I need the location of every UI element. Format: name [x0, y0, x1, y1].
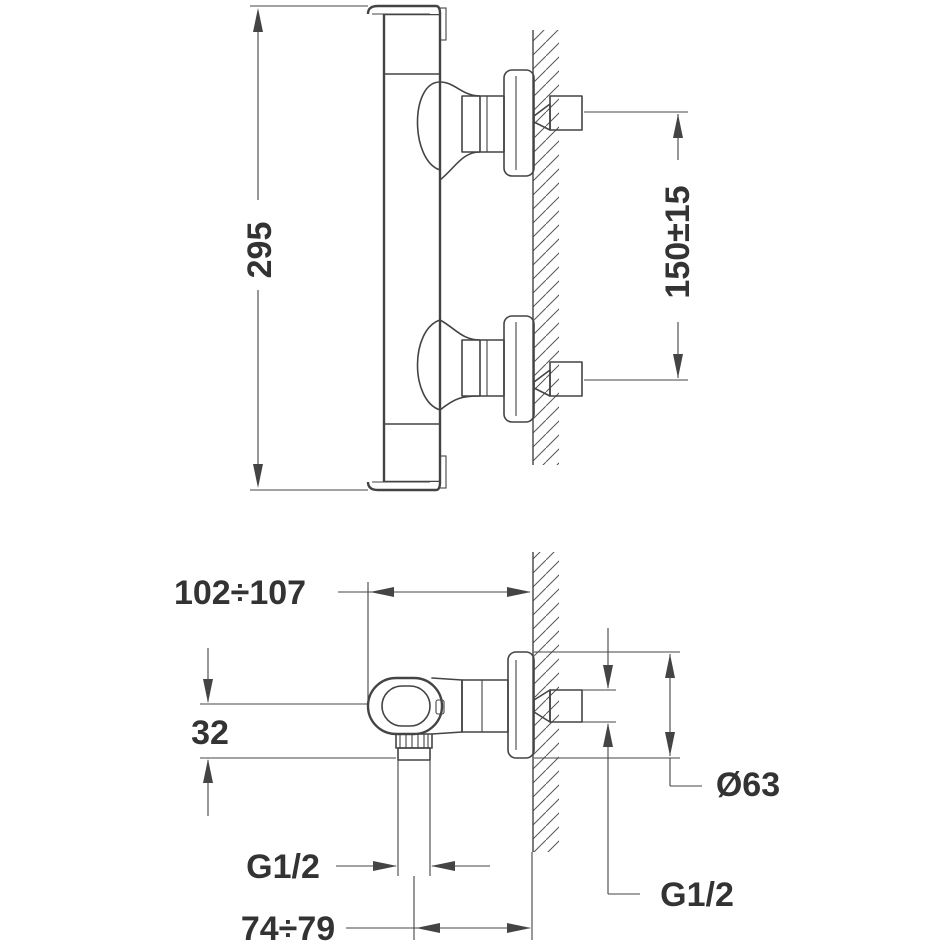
front-view: 295 150±15: [241, 4, 697, 492]
upper-inlet-front: [416, 69, 583, 181]
dimension-outlet-thread: [336, 760, 490, 876]
side-connection: [431, 651, 583, 759]
side-view: 102÷107 32 Ø63: [174, 552, 780, 945]
dimension-flange-diameter-label: Ø63: [716, 766, 780, 804]
body-end: [366, 676, 445, 736]
dimension-inlet-thread: [582, 628, 640, 895]
dimension-inlet-spacing: [584, 111, 688, 381]
dimension-flange-diameter: [534, 651, 702, 787]
dimension-body-diameter-label: 32: [191, 714, 229, 752]
dimension-inlet-thread-label: G1/2: [660, 876, 734, 914]
mixer-body: [366, 4, 447, 492]
dimension-inlet-spacing-label: 150±15: [659, 185, 697, 298]
lower-inlet-front: [416, 315, 583, 423]
dimension-projection-top-label: 102÷107: [174, 574, 306, 612]
wall-side: [532, 552, 559, 852]
wall-front: [532, 30, 559, 465]
dimension-outlet-thread-label: G1/2: [246, 848, 320, 886]
dimension-projection-top: [338, 582, 531, 700]
outlet-stub: [395, 733, 433, 761]
dimension-height: [250, 5, 368, 491]
dimension-outlet-projection: [346, 852, 533, 940]
dimension-height-label: 295: [241, 222, 279, 279]
dimension-outlet-projection-label: 74÷79: [241, 910, 335, 945]
dimension-body-diameter: [200, 648, 396, 816]
